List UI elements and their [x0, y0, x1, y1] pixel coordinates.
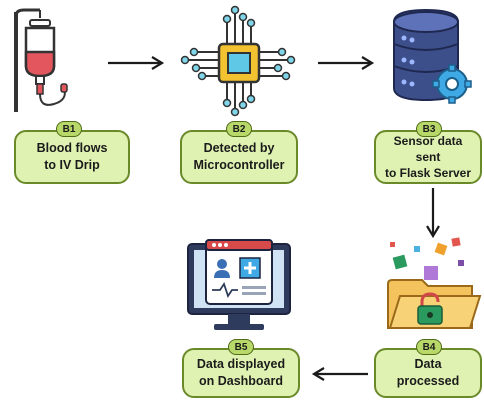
dashboard-monitor-icon [187, 239, 291, 330]
step-b2-label-line2: Microcontroller [193, 158, 285, 172]
step-b4-label-line1: Data processed [396, 357, 460, 388]
step-b5-box: Data displayed on Dashboard [182, 348, 300, 398]
step-b4-badge: B4 [416, 339, 442, 355]
step-b1-label-line2: to IV Drip [44, 158, 100, 172]
step-b3-label-line1: Sensor data sent [393, 133, 463, 164]
arrow-b4-to-b5 [311, 367, 368, 381]
iv-drip-icon [14, 8, 68, 112]
arrow-b3-to-b4 [426, 188, 440, 239]
step-b2-badge: B2 [226, 121, 252, 137]
step-b3-box: Sensor data sent to Flask Server [374, 130, 482, 184]
step-b1-badge: B1 [56, 121, 82, 137]
step-b5-label-line1: Data displayed [196, 357, 286, 372]
step-b5-label-line2: on Dashboard [198, 374, 284, 388]
step-b2-box: Detected by Microcontroller [180, 130, 298, 184]
folder-icon [387, 237, 482, 329]
step-b3-label-line2: to Flask Server [384, 166, 472, 181]
arrow-b2-to-b3 [318, 56, 375, 70]
microchip-icon [180, 5, 296, 117]
step-b2-label-line1: Detected by [203, 141, 275, 156]
step-b1-box: Blood flows to IV Drip [14, 130, 130, 184]
step-b1-label-line1: Blood flows [36, 141, 108, 156]
step-b3-badge: B3 [416, 121, 442, 137]
step-b4-box: Data processed [374, 348, 482, 398]
step-b5-badge: B5 [228, 339, 254, 355]
arrow-b1-to-b2 [108, 56, 165, 70]
server-icon [393, 8, 472, 104]
